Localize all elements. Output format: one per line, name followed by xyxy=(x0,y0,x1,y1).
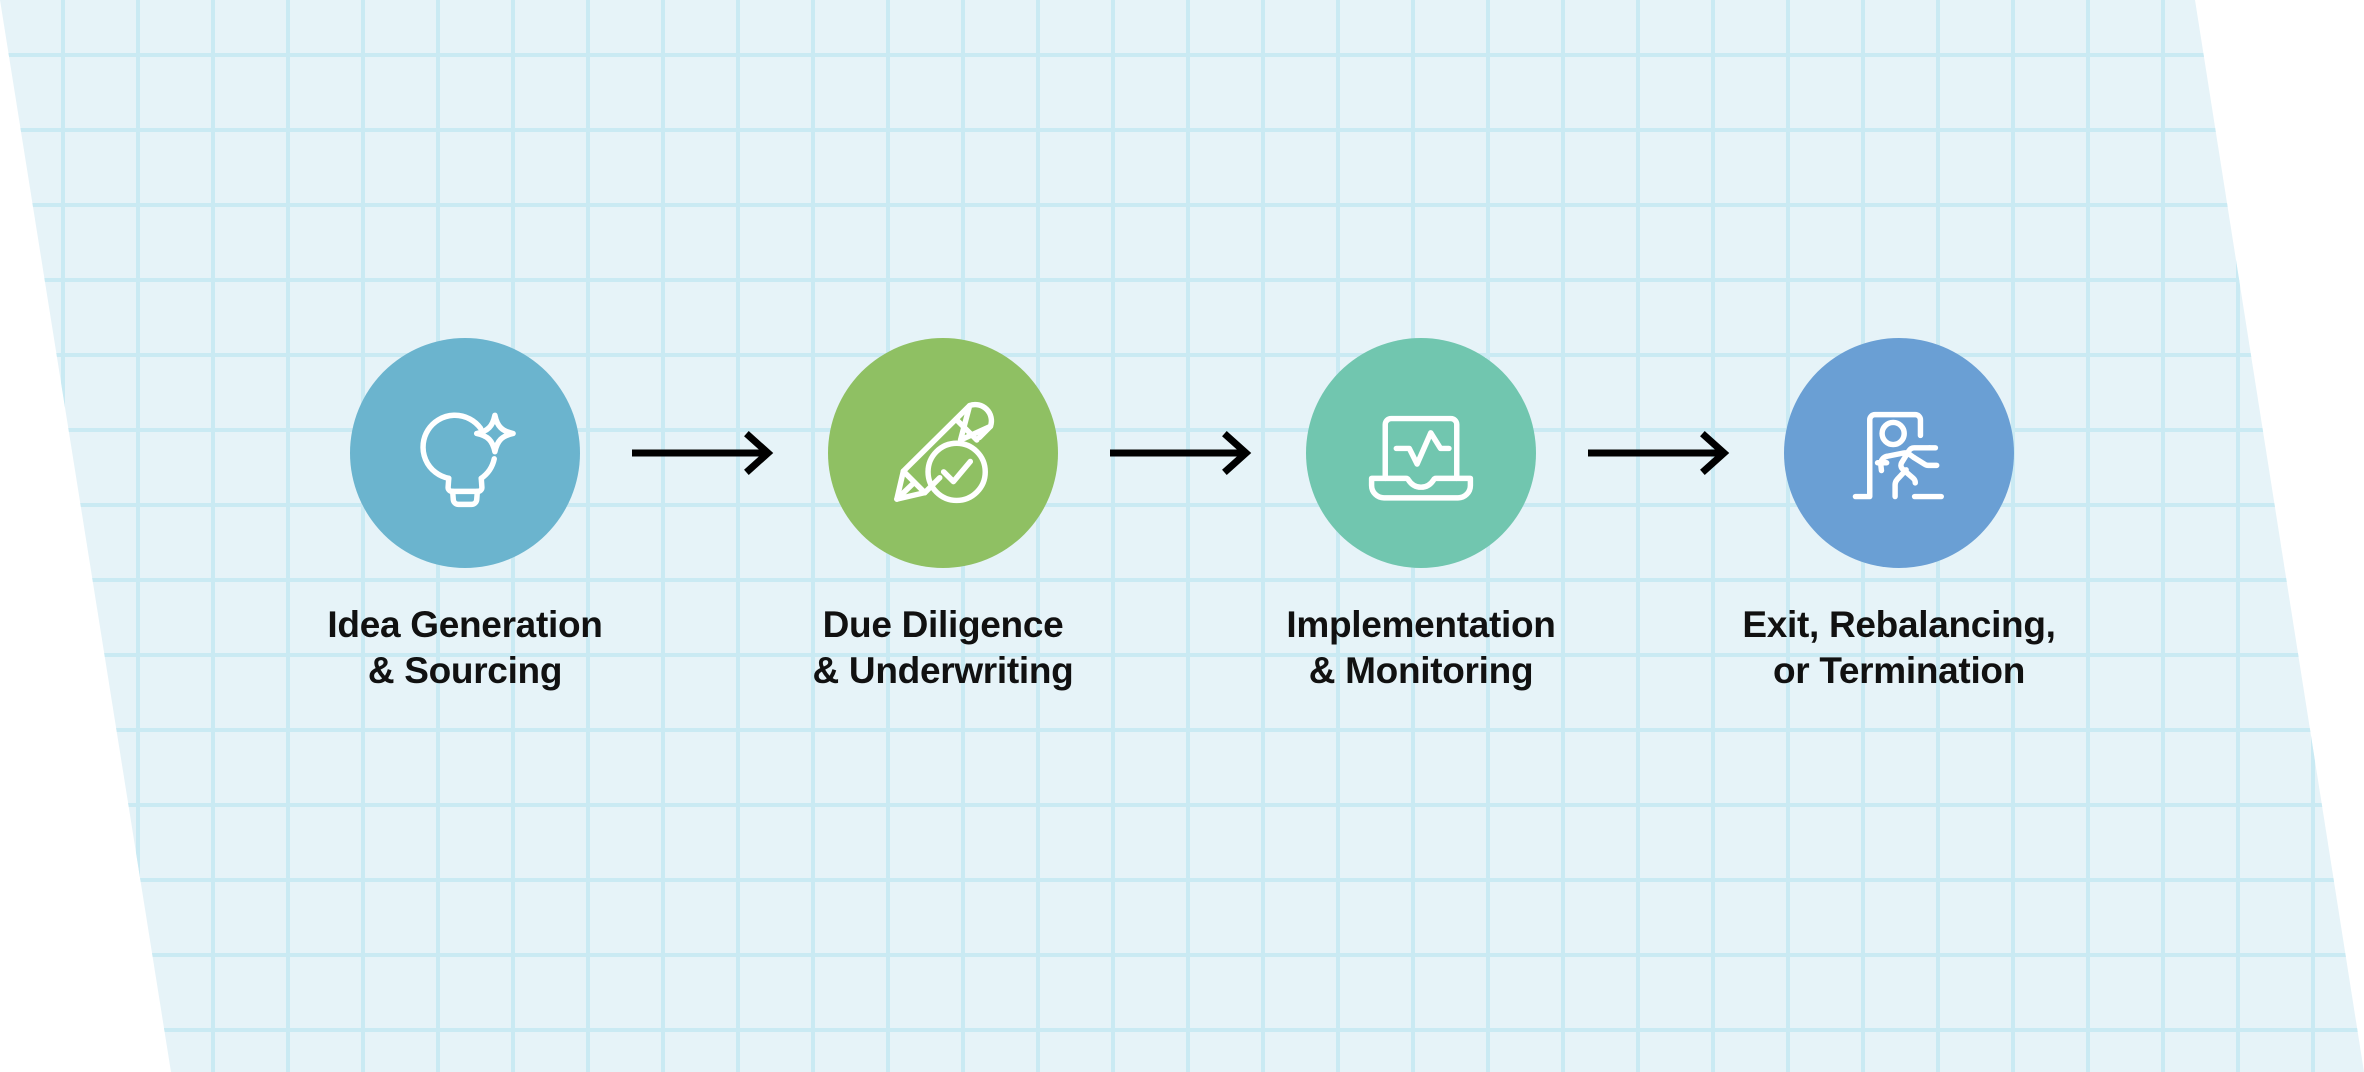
step-icon-circle-4[interactable] xyxy=(1784,338,2014,568)
process-step-exit-rebalancing[interactable]: Exit, Rebalancing, or Termination xyxy=(1729,338,2069,694)
lightbulb-sparkle-icon xyxy=(400,388,530,518)
step-icon-circle-2[interactable] xyxy=(828,338,1058,568)
exit-running-person-icon xyxy=(1834,388,1964,518)
flow-connector-3 xyxy=(1586,338,1734,568)
process-step-due-diligence[interactable]: Due Diligence & Underwriting xyxy=(773,338,1113,694)
arrow-right-icon xyxy=(1109,431,1255,475)
process-step-idea-generation[interactable]: Idea Generation & Sourcing xyxy=(295,338,635,694)
pencil-check-icon xyxy=(878,388,1008,518)
step-label-3: Implementation & Monitoring xyxy=(1286,604,1556,691)
step-icon-circle-1[interactable] xyxy=(350,338,580,568)
flow-connector-2 xyxy=(1108,338,1256,568)
step-label-2: Due Diligence & Underwriting xyxy=(812,604,1074,691)
arrow-right-icon xyxy=(631,431,777,475)
step-label-1: Idea Generation & Sourcing xyxy=(327,604,603,691)
process-step-implementation[interactable]: Implementation & Monitoring xyxy=(1251,338,1591,694)
arrow-right-icon xyxy=(1587,431,1733,475)
flow-connector-1 xyxy=(630,338,778,568)
step-label-4: Exit, Rebalancing, or Termination xyxy=(1742,604,2056,691)
step-icon-circle-3[interactable] xyxy=(1306,338,1536,568)
laptop-pulse-chart-icon xyxy=(1356,388,1486,518)
